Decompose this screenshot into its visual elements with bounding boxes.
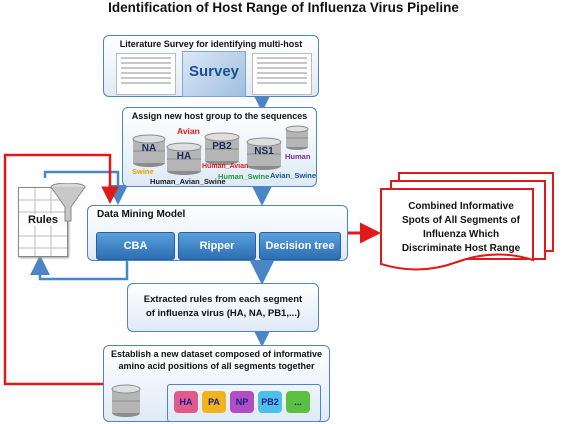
survey-document-right xyxy=(252,53,312,95)
result-line-1: Combined Informative xyxy=(408,201,514,212)
database-icon-extra xyxy=(285,125,309,151)
mining-step-box: Data Mining Model CBA Ripper Decision tr… xyxy=(87,205,348,261)
segment-label-ns1: NS1 xyxy=(254,146,274,157)
result-line-2: Spots of All Segments of xyxy=(402,215,520,226)
result-line-3: Influenza Which xyxy=(422,229,500,240)
host-label-avian: Avian xyxy=(177,126,200,136)
segment-label-ha: HA xyxy=(176,151,192,162)
mining-step-title: Data Mining Model xyxy=(97,209,186,220)
puzzle-bracket xyxy=(167,384,321,422)
ripper-button[interactable]: Ripper xyxy=(178,232,256,260)
red-feedback-loop xyxy=(3,153,122,386)
survey-document-left xyxy=(116,53,176,95)
segment-label-na: NA xyxy=(141,143,157,154)
page-title: Identification of Host Range of Influenz… xyxy=(108,0,459,15)
assign-step-title: Assign new host group to the sequences xyxy=(131,111,308,121)
database-icon-na: NA xyxy=(132,134,166,168)
segment-label-pb2: PB2 xyxy=(212,141,232,152)
puzzle-piece-more: ... xyxy=(286,391,310,413)
puzzle-piece-pa: PA xyxy=(202,391,226,413)
survey-image-word: Survey xyxy=(188,63,240,80)
result-text: Combined Informative Spots of All Segmen… xyxy=(386,200,536,256)
puzzle-piece-pb2: PB2 xyxy=(258,391,282,413)
extract-step-box: Extracted rules from each segment of inf… xyxy=(127,283,319,332)
dataset-database-icon xyxy=(111,384,141,418)
result-card-front xyxy=(380,188,534,274)
host-label-swine: Swine xyxy=(132,167,154,176)
decision-tree-button[interactable]: Decision tree xyxy=(259,232,341,260)
survey-step-box: Literature Survey for identifying multi-… xyxy=(103,35,319,97)
puzzle-piece-np: NP xyxy=(230,391,254,413)
puzzle-piece-ha: HA xyxy=(174,391,198,413)
arrow-rules-to-mining xyxy=(43,170,128,205)
host-label-avian-swine: Avian_Swine xyxy=(270,171,316,180)
funnel-icon xyxy=(50,182,86,223)
host-label-human-avian: Human_Avian xyxy=(202,163,249,170)
rules-label: Rules xyxy=(19,214,67,226)
arrow-mining-to-rules xyxy=(30,255,129,281)
cba-button[interactable]: CBA xyxy=(96,232,175,260)
database-icon-pb2: PB2 xyxy=(204,132,240,166)
database-icon-ns1: NS1 xyxy=(246,137,282,171)
database-icon-ha: HA xyxy=(166,142,202,176)
host-label-human: Human xyxy=(285,152,311,161)
host-label-human-swine: Human_Swine xyxy=(218,172,270,181)
dataset-step-line1: Establish a new dataset composed of info… xyxy=(110,349,323,359)
dataset-step-line2: amino acid positions of all segments tog… xyxy=(118,361,315,371)
extract-step-line1: Extracted rules from each segment xyxy=(143,294,303,305)
survey-word-cloud-image: Survey xyxy=(182,51,246,97)
host-label-human-avian-swine: Human_Avian_Swine xyxy=(150,177,226,186)
result-line-4: Discriminate Host Range xyxy=(401,243,521,254)
extract-step-line2: of influenza virus (HA, NA, PB1,...) xyxy=(145,308,301,319)
